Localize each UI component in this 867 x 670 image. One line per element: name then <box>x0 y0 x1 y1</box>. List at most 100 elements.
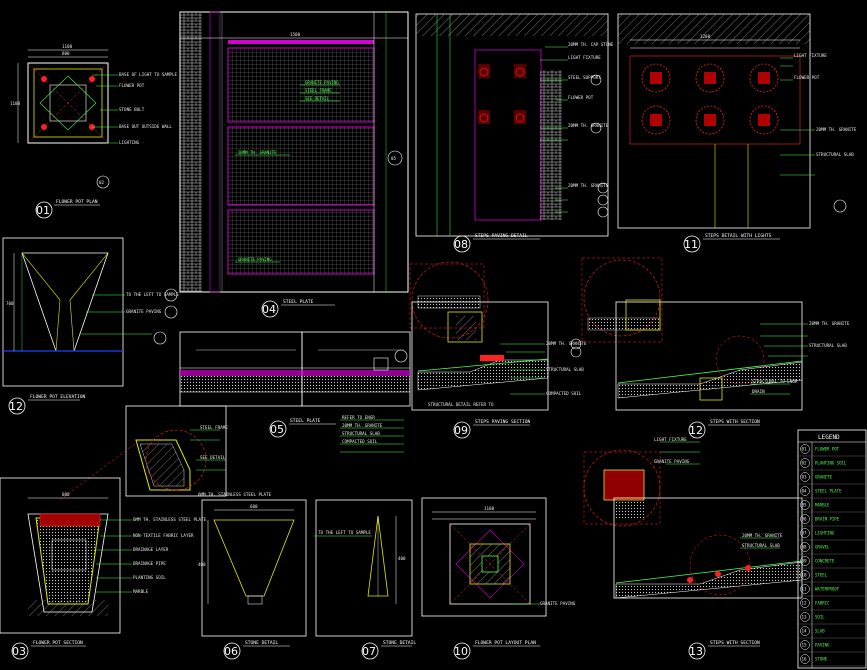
legend-code-circle <box>800 458 810 468</box>
label-s09-1: 20MM TH. GRANITE <box>546 341 587 346</box>
detail-number-08: 08 <box>454 238 468 251</box>
dim-paving-top: 1500 <box>290 32 301 37</box>
label-s12-1: 20MM TH. GRANITE <box>809 321 850 326</box>
legend-code: 08 <box>802 545 808 550</box>
detail-10-plan: 1100 GRANITE PAVING 10 FLOWER POT LAYOUT… <box>421 497 576 660</box>
legend-text: DRAIN PIPE <box>815 517 840 522</box>
detail-04-paving-plan: GRANITE PAVING STEEL FRAME SEE DETAIL 20… <box>179 11 409 318</box>
label-s09-3: COMPACTED SOIL <box>546 391 582 396</box>
dim-s07: 400 <box>398 556 406 561</box>
detail-12-step-section: 20MM TH. GRANITE STRUCTURAL SLAB STRUCTU… <box>581 257 850 439</box>
dim-top-2: 800 <box>62 51 70 56</box>
legend-text: FABRIC <box>815 601 830 606</box>
detail-number-01: 01 <box>36 204 50 217</box>
label-s03-1: 6MM TH. STAINLESS STEEL PLATE <box>133 517 207 522</box>
label-s13-4: STRUCTURAL SLAB <box>742 543 780 548</box>
label-lighting: LIGHTING <box>119 140 140 145</box>
legend-text: SOIL <box>815 615 825 620</box>
detail-title-03: FLOWER POT SECTION <box>33 640 83 646</box>
detail-08-steps: 20MM TH. CAP STONE LIGHT FIXTURE STEEL S… <box>415 13 614 253</box>
label-paving-1: GRANITE PAVING <box>305 80 339 85</box>
legend-code-circle <box>800 626 810 636</box>
legend-text: STONE <box>815 657 828 662</box>
legend-text: STEEL PLATE <box>815 489 842 494</box>
detail-01-plan: 1100 800 1100 BASE OF LIGHT TO SAMPLE FL… <box>10 44 177 219</box>
detail-title-10: FLOWER POT LAYOUT PLAN <box>475 640 536 646</box>
legend-text: SLAB <box>815 629 825 634</box>
label-s03-5: PLANTING SOIL <box>133 575 166 580</box>
legend-text: STEEL <box>815 573 828 578</box>
legend-code: 05 <box>802 503 808 508</box>
label-zoom-2: SEE DETAIL <box>200 455 226 460</box>
detail-02-elevation: 700 TO THE LEFT TO SAMPLE GRANITE PAVING… <box>2 237 179 415</box>
legend-code-circle <box>800 444 810 454</box>
legend-text: PLANTING SOIL <box>815 461 847 466</box>
legend-text: GRANITE <box>815 475 832 480</box>
label-s09-2: STRUCTURAL SLAB <box>546 367 584 372</box>
detail-title-08: STEPS PAVING DETAIL <box>475 233 528 239</box>
legend-title: LEGEND <box>818 434 840 441</box>
detail-number-11: 11 <box>684 238 698 251</box>
detail-number-07: 07 <box>362 645 376 658</box>
label-flower-pot: FLOWER POT <box>119 83 145 88</box>
legend-code: 01 <box>802 447 808 452</box>
legend-text: LIGHTING <box>815 531 835 536</box>
legend-code: 12 <box>802 601 808 606</box>
legend-code-circle <box>800 528 810 538</box>
label-s05-3: STRUCTURAL SLAB <box>342 431 380 436</box>
label-s03-4: DRAINAGE PIPE <box>133 561 166 566</box>
detail-title-07: STONE DETAIL <box>383 640 416 646</box>
label-paving-3: SEE DETAIL <box>305 96 330 101</box>
label-paving-4: 20MM TH. GRANITE <box>238 150 277 155</box>
legend-code-circle <box>800 640 810 650</box>
legend-code-circle <box>800 472 810 482</box>
label-s11-4: STRUCTURAL SLAB <box>816 152 854 157</box>
dim-left: 1100 <box>10 101 21 106</box>
dim-s03: 800 <box>62 492 70 497</box>
label-s05-2: 20MM TH. GRANITE <box>342 423 383 428</box>
legend-code: 10 <box>802 573 808 578</box>
legend-code-circle <box>800 514 810 524</box>
legend-code-circle <box>800 612 810 622</box>
detail-11-steps-lights: 1200 LIGHT FIXTURE FLOWER POT 20MM TH. G… <box>617 13 857 253</box>
label-s13-2: GRANITE PAVING <box>654 459 690 464</box>
label-s08-2: LIGHT FIXTURE <box>568 55 601 60</box>
label-s13-1: LIGHT FIXTURE <box>654 437 687 442</box>
legend-code: 11 <box>802 587 808 592</box>
callout-paving: 05 <box>391 156 397 161</box>
dim-s11: 1200 <box>700 34 711 39</box>
detail-05-section: REFER TO ENGR 20MM TH. GRANITE STRUCTURA… <box>179 331 411 453</box>
detail-title-12: STEPS WITH SECTION <box>710 419 760 425</box>
detail-title-05: STEEL PLATE <box>290 418 321 424</box>
label-s08-1: 20MM TH. CAP STONE <box>568 42 614 47</box>
legend-code: 02 <box>802 461 808 466</box>
label-stone-bolt: STONE BOLT <box>119 107 145 112</box>
detail-title-02: FLOWER POT ELEVATION <box>30 394 86 400</box>
detail-number-02: 12 <box>9 400 23 413</box>
legend-code: 07 <box>802 531 808 536</box>
detail-09-step-section: 20MM TH. GRANITE STRUCTURAL SLAB COMPACT… <box>409 261 587 439</box>
label-s05-1: REFER TO ENGR <box>342 415 375 420</box>
legend-code-circle <box>800 500 810 510</box>
detail-number-03: 03 <box>12 645 26 658</box>
detail-title-09: STEPS PAVING SECTION <box>475 419 531 425</box>
legend-code-circle <box>800 654 810 664</box>
legend-code: 13 <box>802 615 808 620</box>
detail-title-04: STEEL PLATE <box>283 299 314 305</box>
legend-text: MARBLE <box>815 503 830 508</box>
label-s08-5: 20MM TH. GRANITE <box>568 123 609 128</box>
legend-code-circle <box>800 486 810 496</box>
label-paving-2: STEEL FRAME <box>305 88 332 93</box>
label-s03-2: NON-TEXTILE FABRIC LAYER <box>133 533 194 538</box>
legend-code: 16 <box>802 657 808 662</box>
label-zoom-3: 6MM TH. STAINLESS STEEL PLATE <box>198 492 272 497</box>
legend-code: 09 <box>802 559 808 564</box>
label-s09-4: STRUCTURAL DETAIL REFER TO <box>428 402 494 407</box>
legend-code-circle <box>800 570 810 580</box>
label-base-wall: BASE OUT OUTSIDE WALL <box>119 124 172 129</box>
dim-s06-v: 400 <box>198 562 206 567</box>
legend-code-circle <box>800 542 810 552</box>
